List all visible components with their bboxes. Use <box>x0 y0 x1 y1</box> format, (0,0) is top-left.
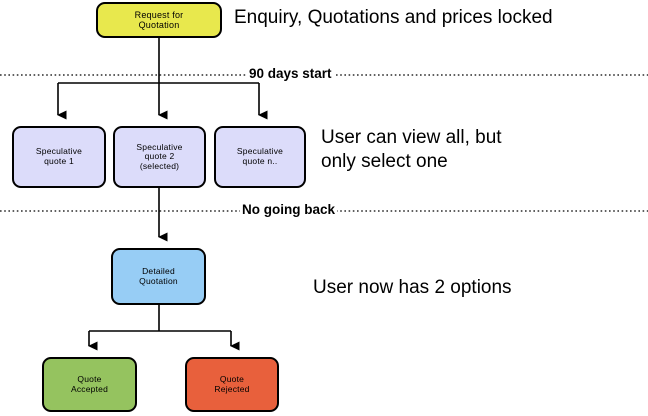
divider-label-no-going-back: No going back <box>240 202 338 217</box>
note-user-now-has-2-options: User now has 2 options <box>313 277 512 298</box>
note-enquiry-quotations-prices-locked: Enquiry, Quotations and prices locked <box>234 7 553 28</box>
node-quote-rejected[interactable]: Quote Rejected <box>185 357 279 412</box>
node-request-for-quotation[interactable]: Request for Quotation <box>96 2 222 38</box>
note-user-can-view-all: User can view all, but only select one <box>321 127 502 172</box>
node-speculative-quote-n[interactable]: Speculative quote n.. <box>214 126 306 188</box>
node-speculative-quote-2-selected[interactable]: Speculative quote 2 (selected) <box>113 126 206 188</box>
node-detailed-quotation[interactable]: Detailed Quotation <box>111 248 206 305</box>
node-quote-accepted[interactable]: Quote Accepted <box>42 357 137 412</box>
node-speculative-quote-1[interactable]: Speculative quote 1 <box>12 126 106 188</box>
divider-label-90-days-start: 90 days start <box>247 66 334 81</box>
